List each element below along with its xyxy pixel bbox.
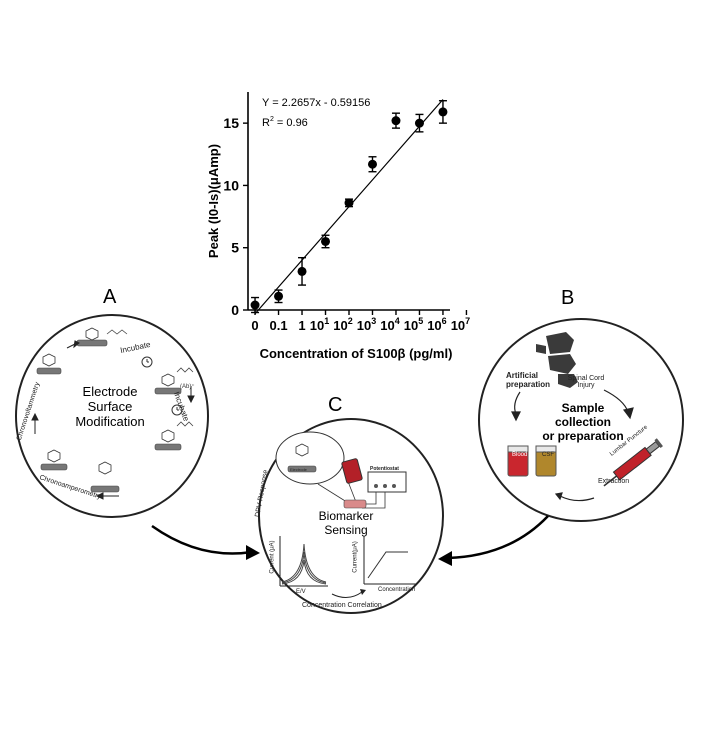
spinal-cord-injury-label: Spinal Cord Injury [567,375,605,389]
arrow-a-to-c [151,524,253,555]
electrode-icon [90,485,120,493]
electrode-icon [40,463,68,471]
y-tick-label: 10 [223,177,239,193]
y-tick-label: 0 [231,302,239,318]
panel-b-letter: B [561,287,575,309]
x-tick-label: 102 [333,316,352,333]
data-point [297,266,307,276]
panel-c-drawing [275,431,416,598]
electrode-icon [154,443,182,451]
reader-icon [341,458,363,484]
extraction-label: Extraction [598,478,630,485]
x-tick-label: 105 [404,316,423,333]
data-point [250,300,260,310]
potentiostat-label: Potentiostat [370,466,399,472]
panel-c-title: Biomarker Sensing [318,509,374,537]
panel-c-letter: C [328,394,343,416]
equation-label: Y = 2.2657x - 0.59156 [262,97,370,109]
panel-a-title: Electrode Surface Modification [75,384,145,429]
data-point [367,159,377,169]
panel-a-circle [15,314,209,518]
electrode-label: Electrode [290,467,307,472]
artificial-preparation-label: Artificial preparation [506,371,551,389]
blood-label: Blood [512,452,528,458]
benzene-ring-icon [98,461,112,475]
benzene-ring-icon [42,353,56,367]
csf-label: CSF [542,452,554,458]
x-tick-label: 0 [251,318,258,333]
concentration-correlation-label: Concentration Correlation [302,602,382,609]
y-axis-label: Peak (I0-Is)(μAmp) [206,144,221,258]
data-point [344,198,354,208]
x-tick-label: 107 [451,316,470,333]
r2-label: R2 = 0.96 [262,116,308,129]
x-tick-label: 1 [298,318,305,333]
svg-text:(Ab)⁺: (Ab)⁺ [180,383,195,390]
x-tick-label: 101 [310,316,329,333]
benzene-ring-icon [47,449,61,463]
x-tick-label: 103 [357,316,376,333]
benzene-ring-icon [85,327,99,341]
panel-a-drawing: (Ab)⁺ [31,327,195,500]
panel-b-title: Sample collection or preparation [542,401,624,443]
x-tick-label: 104 [380,316,399,333]
benzene-ring-icon [161,429,175,443]
data-point [438,107,448,117]
ev-axis-label: E/V [296,589,306,595]
benzene-ring-icon [161,373,175,387]
panel-a-letter: A [103,286,117,308]
data-point [391,116,401,126]
data-point [414,118,424,128]
y-tick-label: 15 [223,115,239,131]
electrode-icon [154,387,182,395]
panel-b-circle [478,318,684,522]
syringe-icon [603,438,663,487]
data-point [321,236,331,246]
concentration-axis-label: Concentration [378,587,416,593]
y-tick-label: 5 [231,240,239,256]
electrode-icon [36,367,62,375]
x-tick-label: 106 [427,316,446,333]
panel-b-drawing [507,332,663,502]
x-tick-label: 0.1 [269,318,287,333]
arrow-b-to-c [447,515,549,560]
x-axis-label: Concentration of S100β (pg/ml) [260,346,453,361]
data-point [274,291,284,301]
spine-icon [536,332,578,388]
